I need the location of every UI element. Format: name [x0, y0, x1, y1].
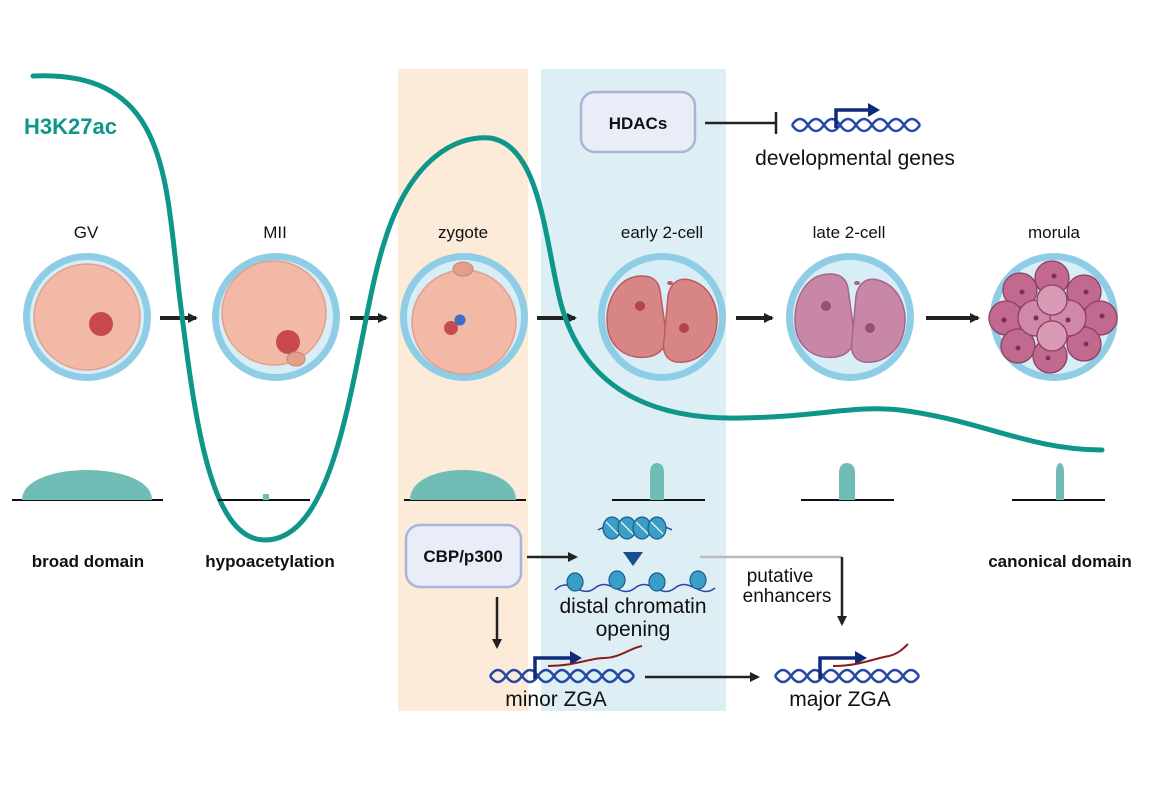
hdacs-box: HDACs	[579, 90, 697, 154]
putative-label-bg	[738, 563, 834, 607]
major-zga-dna	[773, 668, 921, 684]
gv-oocyte	[23, 253, 151, 381]
stage-label-zygote: zygote	[438, 223, 488, 242]
major-zga-transcript	[832, 643, 909, 667]
canonical-domain-label: canonical domain	[988, 552, 1132, 571]
mii-oocyte	[212, 253, 340, 381]
developmental-genes-dna	[790, 117, 922, 133]
distal-chromatin-label-line1: distal chromatin	[559, 595, 706, 618]
open-chromatin	[554, 570, 716, 593]
minor-zga-label: minor ZGA	[505, 688, 607, 711]
late-2cell-embryo	[786, 253, 914, 381]
hdacs-label: HDACs	[609, 114, 668, 133]
zygote-cell	[400, 253, 528, 381]
cbp-arrows	[492, 552, 578, 649]
h3k27ac-label: H3K27ac	[24, 114, 117, 139]
h3k27ac-curve	[30, 73, 1105, 543]
morula-embryo	[988, 253, 1118, 381]
broad-domain-label: broad domain	[32, 552, 144, 571]
developmental-genes-label: developmental genes	[755, 147, 955, 170]
putative-label-line2: enhancers	[743, 586, 832, 607]
cbp-p300-label: CBP/p300	[423, 547, 502, 566]
putative-label-line1: putative	[747, 566, 814, 587]
major-zga-promoter-arrow	[818, 651, 867, 679]
distal-chromatin-label-line2: opening	[596, 618, 671, 641]
stage-label-mii: MII	[263, 223, 287, 242]
minor-zga-promoter-arrow	[533, 651, 582, 679]
stage-label-morula: morula	[1028, 223, 1081, 242]
developmental-genes-promoter-arrow	[834, 103, 880, 128]
zygote-band	[398, 69, 528, 711]
stage-label-gv: GV	[74, 223, 99, 242]
hdacs-inhibition	[705, 112, 778, 134]
stage-label-late-2cell: late 2-cell	[813, 223, 886, 242]
minor-zga-transcript	[547, 645, 643, 667]
putative-enhancers-arrow	[700, 555, 847, 626]
compact-nucleosomes	[597, 516, 673, 540]
opening-triangle-icon	[623, 552, 643, 566]
early-2cell-embryo	[598, 253, 726, 381]
peak-profiles	[12, 463, 1105, 501]
major-zga-label: major ZGA	[789, 688, 891, 711]
hypoacetylation-label: hypoacetylation	[205, 552, 334, 571]
zga-band	[541, 69, 726, 711]
stage-label-early-2cell: early 2-cell	[621, 223, 703, 242]
minor-zga-dna	[488, 668, 636, 684]
cbp-p300-box: CBP/p300	[404, 523, 523, 589]
